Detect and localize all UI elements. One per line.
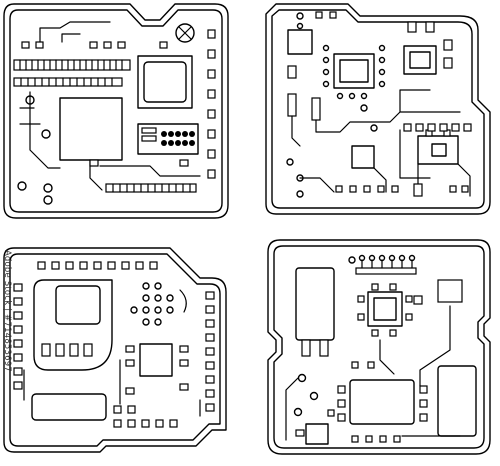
lower-right-module xyxy=(403,123,472,165)
heat-pad xyxy=(437,279,463,303)
electrolytic-capacitor xyxy=(295,267,335,357)
chip-small xyxy=(139,343,173,377)
small-component xyxy=(295,423,329,445)
chip-small xyxy=(367,291,403,327)
board-outline xyxy=(265,3,491,215)
board-inner-outline xyxy=(9,9,223,213)
module-right xyxy=(437,365,477,437)
chip-upper-right xyxy=(403,45,437,75)
board-top-left xyxy=(3,3,229,219)
top-pad-row xyxy=(37,261,158,270)
crystal-oscillator xyxy=(31,393,107,421)
board-outline xyxy=(267,239,491,455)
chip-small-pins xyxy=(125,345,189,395)
module-center xyxy=(349,379,415,425)
right-pad-column xyxy=(205,291,215,412)
via-grid xyxy=(130,282,174,326)
top-pad-row xyxy=(296,11,337,30)
board-top-right xyxy=(265,3,491,215)
chip-small-pins xyxy=(357,283,413,337)
board-inner-outline xyxy=(273,245,485,449)
watermark-text: Adobe Stock | #714853697 xyxy=(2,250,12,372)
bottom-pad-row xyxy=(351,361,401,443)
left-pad-column xyxy=(13,283,23,390)
center-pad-ring xyxy=(322,44,386,100)
board-inner-outline xyxy=(9,253,221,447)
board-bottom-right xyxy=(267,239,491,455)
module-side-pads xyxy=(337,385,428,422)
resistor-group xyxy=(287,65,321,121)
bottom-pad-row xyxy=(113,405,178,428)
chip-left xyxy=(287,29,313,55)
board-outline xyxy=(3,247,227,453)
chip-main xyxy=(33,279,113,371)
board-inner-outline xyxy=(271,9,485,209)
pin-header-top xyxy=(13,59,131,71)
chip-small xyxy=(351,145,375,169)
chip-main xyxy=(59,97,123,161)
pin-header-bottom xyxy=(105,183,197,193)
chip-upper xyxy=(137,55,193,109)
connector-block xyxy=(137,123,199,155)
pin-header-top xyxy=(348,254,417,275)
right-pad-column xyxy=(207,29,216,179)
stock-watermark: Adobe Stock | #714853697 xyxy=(1,250,13,450)
board-outline xyxy=(3,3,229,219)
board-bottom-left xyxy=(3,247,227,453)
bottom-pad-row xyxy=(335,185,469,193)
chip-center xyxy=(333,53,375,89)
pin-header-second xyxy=(13,77,123,87)
crossed-circle-icon xyxy=(175,23,195,43)
